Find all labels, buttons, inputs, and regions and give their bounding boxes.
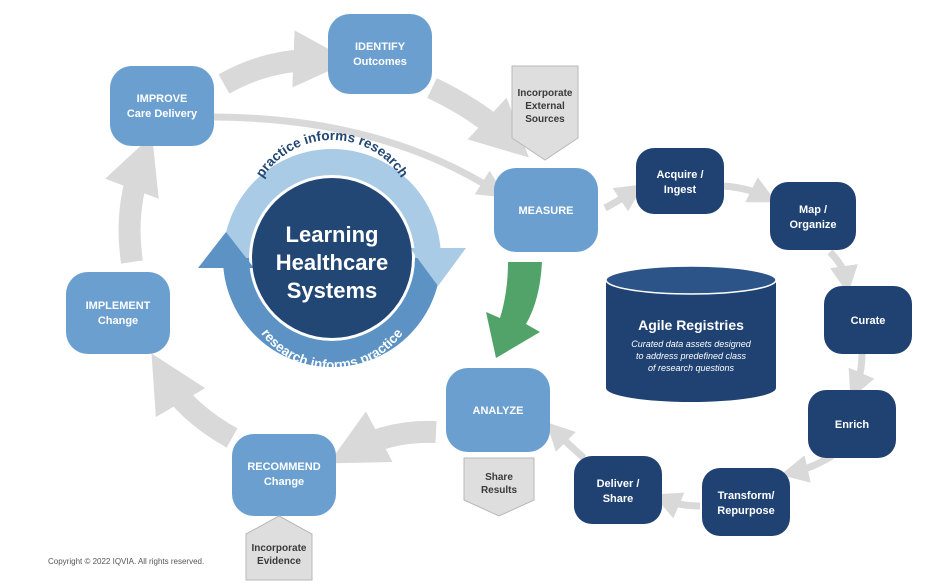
- center-disc: [252, 178, 412, 338]
- step-transform-line-2: Repurpose: [717, 505, 774, 517]
- node-improve[interactable]: IMPROVE Care Delivery: [110, 66, 214, 146]
- node-identify-title: IDENTIFY: [355, 41, 406, 53]
- callout-share-line-1: Share: [485, 472, 513, 483]
- callout-external-line-2: External: [525, 101, 565, 112]
- arrow-map-to-curate: [827, 249, 858, 294]
- step-enrich[interactable]: Enrich: [808, 390, 896, 458]
- node-identify[interactable]: IDENTIFY Outcomes: [328, 14, 432, 94]
- step-map-line-1: Map /: [799, 204, 827, 216]
- arrow-curate-to-enrich: [848, 353, 875, 399]
- callout-external-sources: Incorporate External Sources: [511, 65, 579, 161]
- arrow-identify-to-measure: [427, 78, 529, 158]
- copyright-text: Copyright © 2022 IQVIA. All rights reser…: [48, 557, 205, 566]
- agile-title: Agile Registries: [638, 317, 744, 333]
- node-analyze-title: ANALYZE: [473, 405, 524, 417]
- ring-arrowhead-right: [410, 248, 466, 286]
- step-acquire-line-1: Acquire /: [656, 169, 703, 181]
- node-improve-title: IMPROVE: [137, 93, 188, 105]
- ring-arrowhead-left: [198, 232, 254, 268]
- callout-incorporate-evidence: Incorporate Evidence: [245, 515, 313, 581]
- step-deliver-line-2: Share: [603, 493, 634, 505]
- node-identify-sub: Outcomes: [353, 56, 407, 68]
- callout-external-line-1: Incorporate: [517, 88, 572, 99]
- center-ring: practice informs research research infor…: [198, 128, 466, 372]
- agile-desc-line-3: of research questions: [648, 363, 735, 373]
- callout-external-line-3: Sources: [525, 114, 565, 125]
- step-curate-label: Curate: [851, 315, 886, 327]
- center-title-line-1: Learning: [286, 222, 379, 247]
- agile-desc-line-1: Curated data assets designed: [631, 339, 752, 349]
- callout-share-results: Share Results: [463, 457, 535, 517]
- arrow-deliver-to-analyze: [546, 422, 587, 461]
- node-measure-title: MEASURE: [518, 205, 573, 217]
- node-analyze[interactable]: ANALYZE: [446, 368, 550, 452]
- callout-evidence-line-2: Evidence: [257, 556, 301, 567]
- step-enrich-label: Enrich: [835, 419, 870, 431]
- callout-share-line-2: Results: [481, 485, 518, 496]
- step-transform-line-1: Transform/: [718, 490, 775, 502]
- step-map[interactable]: Map / Organize: [770, 182, 856, 250]
- node-recommend-title: RECOMMEND: [247, 461, 320, 473]
- step-map-line-2: Organize: [789, 219, 836, 231]
- cycle-arrows: [105, 30, 529, 464]
- node-improve-sub: Care Delivery: [127, 108, 198, 120]
- arrow-recommend-to-implement: [151, 353, 238, 448]
- center-title-line-2: Healthcare: [276, 250, 389, 275]
- arrow-transform-to-deliver: [653, 492, 701, 519]
- center-title-line-3: Systems: [287, 278, 378, 303]
- agile-registries-cylinder: Agile Registries Curated data assets des…: [605, 265, 777, 402]
- step-acquire[interactable]: Acquire / Ingest: [636, 148, 724, 214]
- node-measure[interactable]: MEASURE: [494, 168, 598, 252]
- step-acquire-line-2: Ingest: [664, 184, 697, 196]
- arrow-analyze-to-recommend: [328, 411, 437, 464]
- arrow-improve-to-identify: [218, 30, 351, 94]
- node-implement-title: IMPLEMENT: [86, 300, 151, 312]
- arrow-implement-to-improve: [105, 135, 159, 264]
- step-deliver[interactable]: Deliver / Share: [574, 456, 662, 524]
- agile-desc-line-2: to address predefined class: [636, 351, 747, 361]
- green-arrow-measure-to-analyze: [486, 262, 542, 358]
- node-implement-sub: Change: [98, 315, 138, 327]
- node-recommend[interactable]: RECOMMEND Change: [232, 434, 336, 516]
- step-curate[interactable]: Curate: [824, 286, 912, 354]
- arrow-enrich-to-transform: [780, 452, 834, 483]
- step-deliver-line-1: Deliver /: [597, 478, 640, 490]
- ring-lower-half: [223, 257, 441, 367]
- node-recommend-sub: Change: [264, 476, 304, 488]
- callout-evidence-line-1: Incorporate: [251, 543, 306, 554]
- arrow-acquire-to-map: [723, 177, 777, 203]
- arrow-measure-to-acquire: [603, 184, 644, 212]
- arrow-improve-to-measure-thin: [213, 113, 506, 198]
- node-implement[interactable]: IMPLEMENT Change: [66, 272, 170, 354]
- step-transform[interactable]: Transform/ Repurpose: [702, 468, 790, 536]
